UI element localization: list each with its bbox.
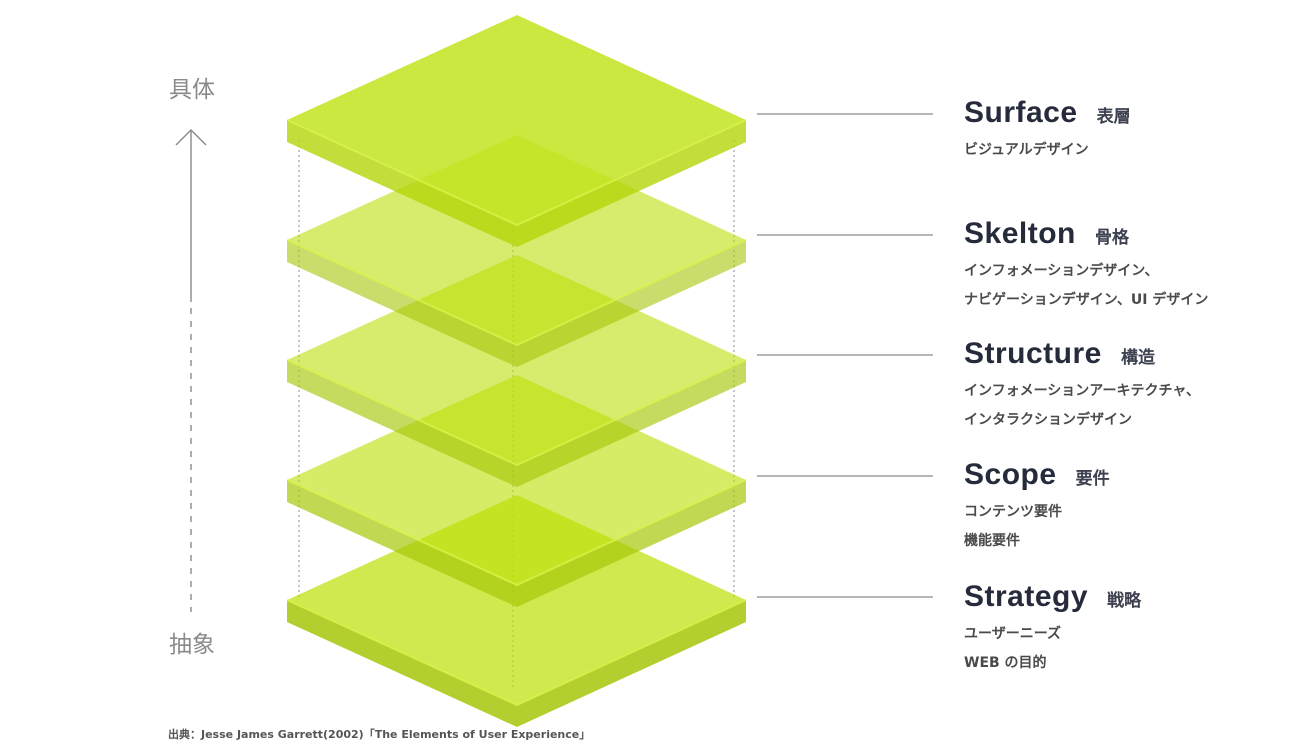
layer-name-jp: 骨格 <box>1094 228 1129 248</box>
layer-name-jp: 構造 <box>1120 348 1155 368</box>
layer-description-line: インタラクションデザイン <box>964 412 1132 428</box>
layer-name-jp: 表層 <box>1096 107 1131 127</box>
layer-title: Surface 表層 <box>964 94 1294 132</box>
layer-label-skelton: Skelton 骨格 インフォメーションデザイン、 ナビゲーションデザイン、UI… <box>964 215 1294 315</box>
connector-lines <box>757 113 933 598</box>
layer-description: インフォメーションデザイン、 ナビゲーションデザイン、UI デザイン <box>964 257 1294 315</box>
layer-name: Skelton <box>964 217 1076 250</box>
abstraction-axis <box>175 129 207 612</box>
layer-title: Scope 要件 <box>964 456 1294 494</box>
layer-title: Strategy 戦略 <box>964 578 1294 616</box>
layer-description-line: ユーザーニーズ <box>964 626 1062 642</box>
layer-plates <box>286 15 747 727</box>
layer-name-jp: 要件 <box>1075 469 1110 489</box>
layer-description-line: 機能要件 <box>964 533 1020 549</box>
layer-plate-surface <box>286 15 747 247</box>
layer-name: Structure <box>964 337 1102 370</box>
layer-description-line: ビジュアルデザイン <box>964 142 1089 158</box>
layer-description: インフォメーションアーキテクチャ、 インタラクションデザイン <box>964 377 1294 435</box>
layer-label-structure: Structure 構造 インフォメーションアーキテクチャ、 インタラクションデ… <box>964 335 1294 435</box>
layer-label-surface: Surface 表層 ビジュアルデザイン <box>964 94 1294 165</box>
layer-description-line: コンテンツ要件 <box>964 504 1062 520</box>
layer-description: ビジュアルデザイン <box>964 136 1294 165</box>
layer-description-line: ナビゲーションデザイン、UI デザイン <box>964 292 1209 308</box>
layer-description-line: インフォメーションデザイン、 <box>964 263 1159 279</box>
layer-name-jp: 戦略 <box>1107 591 1142 611</box>
layer-title: Structure 構造 <box>964 335 1294 373</box>
source-citation: 出典：Jesse James Garrett(2002)「The Element… <box>168 728 591 741</box>
layer-description: コンテンツ要件 機能要件 <box>964 498 1294 556</box>
arrow-up-icon <box>175 129 207 146</box>
layer-description-line: WEB の目的 <box>964 655 1047 671</box>
layer-name: Strategy <box>964 580 1089 613</box>
axis-label-abstract: 抽象 <box>169 632 215 658</box>
layer-label-strategy: Strategy 戦略 ユーザーニーズ WEB の目的 <box>964 578 1294 678</box>
layer-title: Skelton 骨格 <box>964 215 1294 253</box>
layer-label-scope: Scope 要件 コンテンツ要件 機能要件 <box>964 456 1294 556</box>
layer-name: Surface <box>964 96 1078 129</box>
layer-name: Scope <box>964 458 1057 491</box>
axis-label-concrete: 具体 <box>169 77 215 103</box>
layer-description: ユーザーニーズ WEB の目的 <box>964 620 1294 678</box>
layer-description-line: インフォメーションアーキテクチャ、 <box>964 383 1201 399</box>
